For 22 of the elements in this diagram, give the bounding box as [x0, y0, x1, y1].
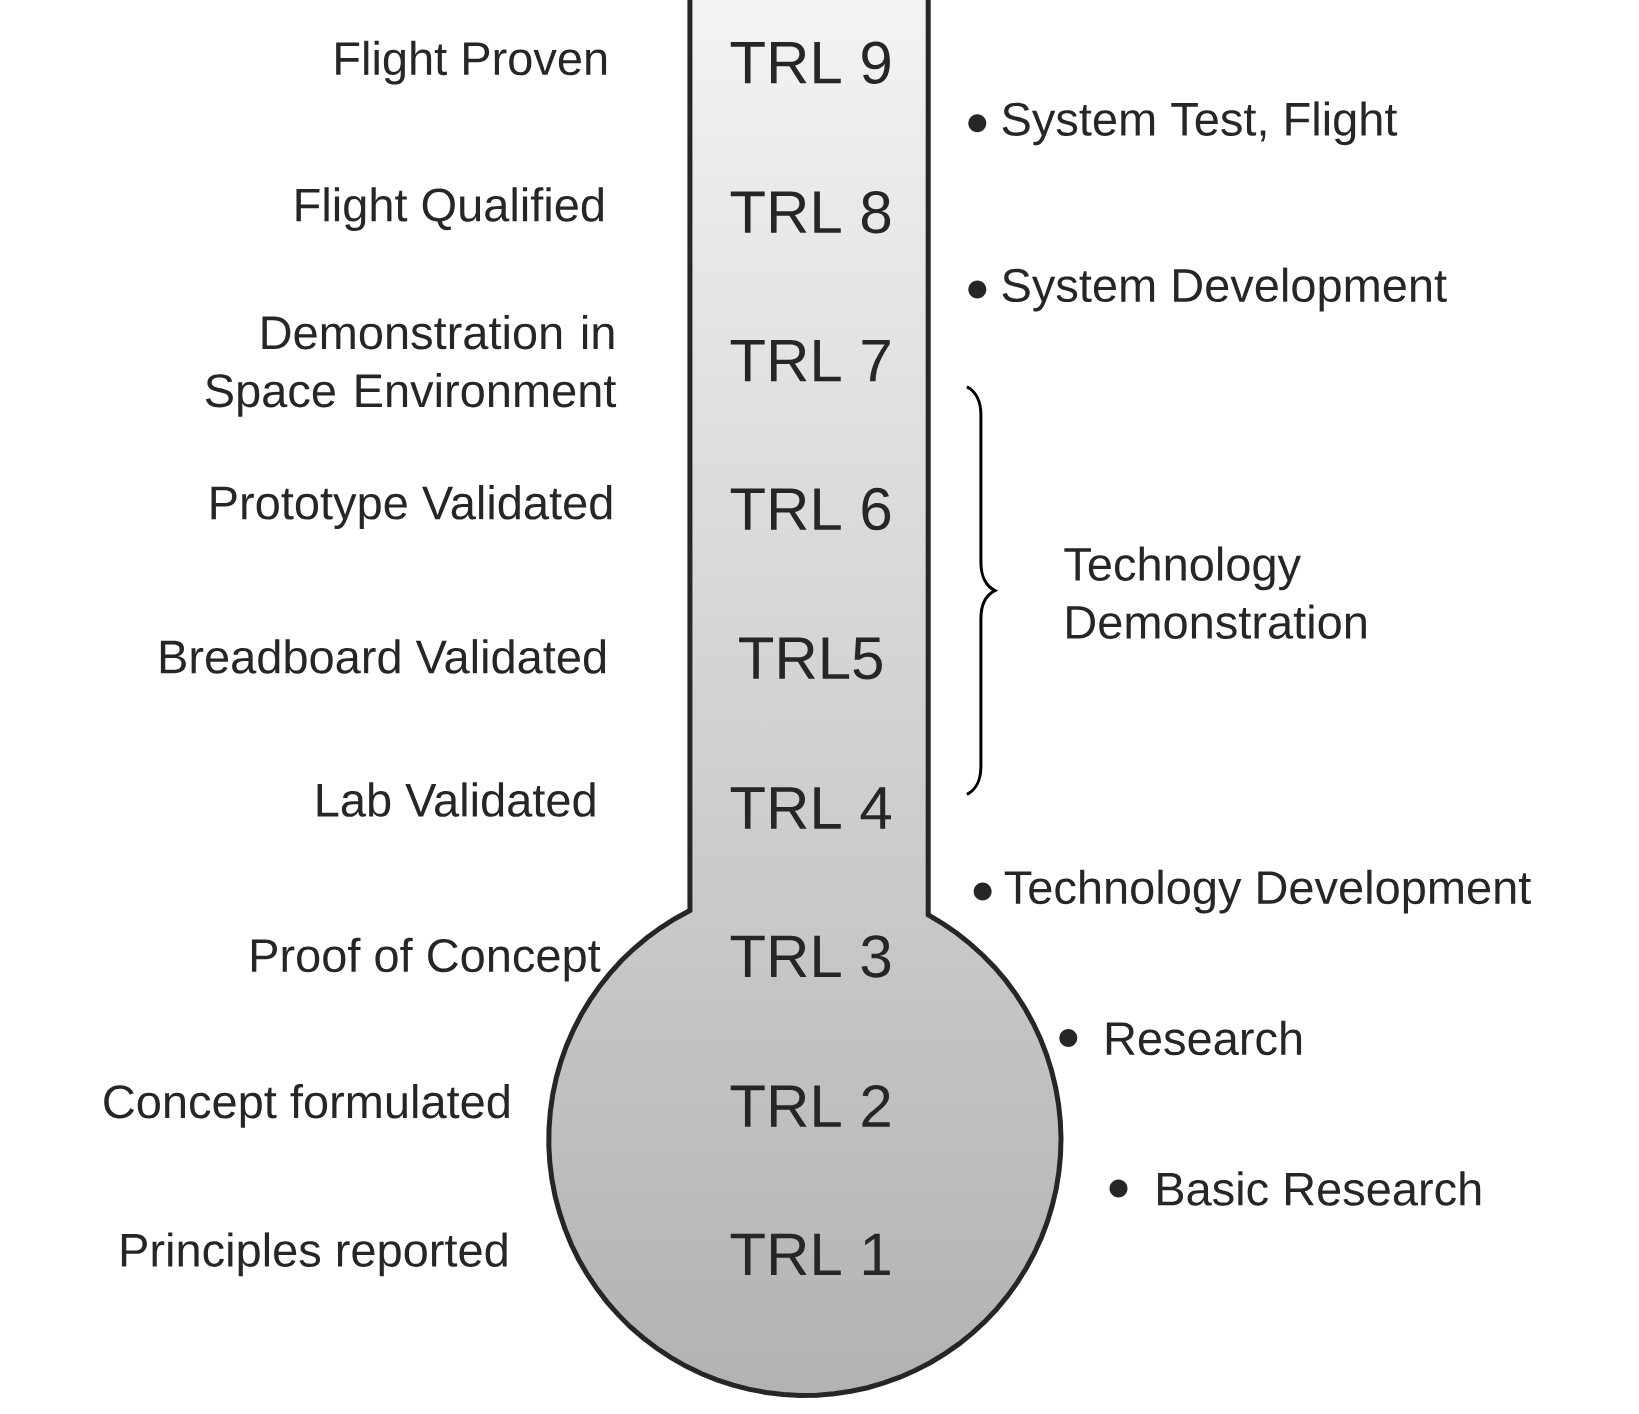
- stage-label: Prototype Validated: [211, 485, 612, 529]
- node-label: TRL 2: [730, 1084, 890, 1127]
- node-label: TRL 9: [730, 41, 890, 84]
- node-label: TRL 1: [730, 1233, 890, 1275]
- node-label: TRL5: [739, 637, 882, 680]
- node-label: TRL 4: [730, 787, 891, 829]
- stage-label: Flight Qualified: [296, 187, 603, 231]
- stage-label: Demonstration in Space Environment: [205, 314, 617, 417]
- stage-label: Proof of Concept: [251, 937, 601, 982]
- node-label: TRL 6: [730, 487, 891, 531]
- phase-label: System Development: [1002, 267, 1447, 312]
- node-label: TRL 8: [730, 190, 891, 234]
- phase-label: Basic Research: [1158, 1171, 1481, 1206]
- stage-label: Breadboard Validated: [160, 639, 606, 674]
- node-label: TRL 7: [730, 339, 890, 382]
- stage-label: Lab Validated: [317, 782, 595, 817]
- phase-label: Research: [1106, 1020, 1302, 1056]
- node-label: TRL 3: [730, 935, 891, 978]
- stage-label: Flight Proven: [336, 40, 607, 85]
- phase-label: System Test, Flight: [1002, 101, 1398, 146]
- thermometer: TRL 9 TRL 8 TRL 7 TRL 6 TRL5 TRL 4 TRL 3 TRL 2 TRL 1: [730, 41, 891, 1275]
- phase-label: Technology Development: [1004, 869, 1531, 914]
